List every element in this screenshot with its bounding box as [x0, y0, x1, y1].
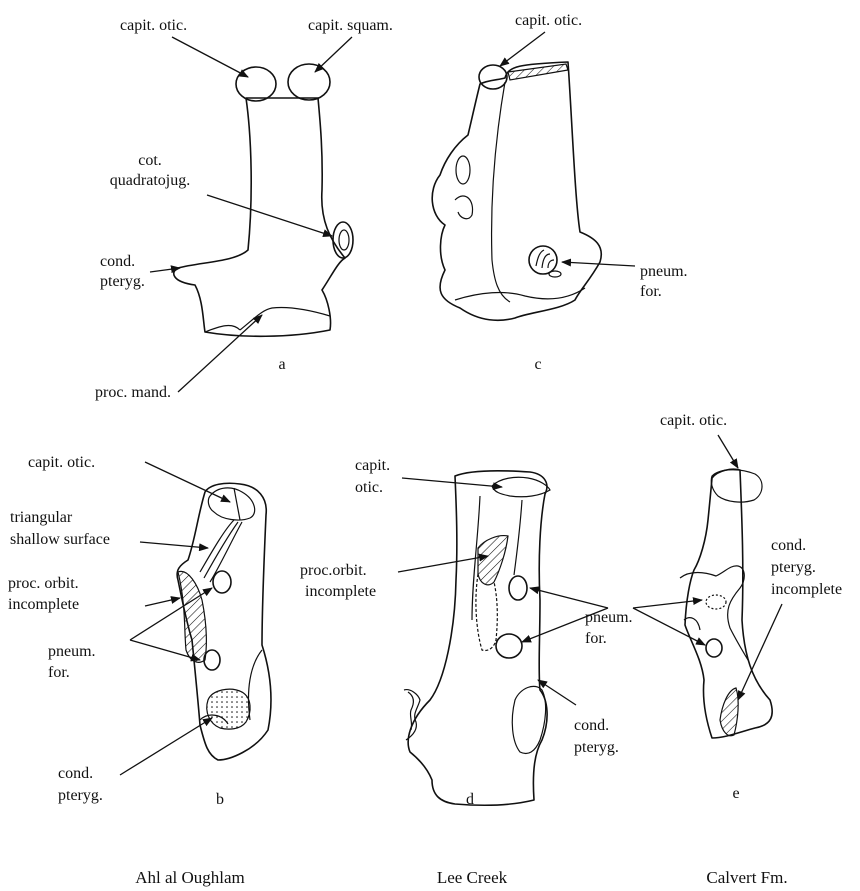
- condylus-pterygoideus-b: [207, 689, 250, 729]
- arrow-pneum-e-upper: [633, 600, 702, 608]
- capitulum-squamosum-a: [288, 64, 330, 100]
- label-for-b: for.: [48, 664, 70, 681]
- processus-mandibularis-a: [240, 307, 330, 330]
- pneum-foramen-b-lower: [204, 650, 220, 670]
- arrow-pneum-d-upper: [530, 588, 608, 608]
- arrow-pneum-e-lower: [633, 608, 705, 645]
- arrow-cond-pteryg-b: [120, 718, 212, 775]
- label-pteryg-b: pteryg.: [58, 787, 103, 804]
- label-capit-otic-e: capit. otic.: [660, 412, 727, 429]
- panel-letter-e: e: [732, 785, 739, 802]
- arrow-triangular-b: [140, 542, 208, 548]
- panel-letter-d: d: [466, 791, 474, 808]
- pneum-foramen-e-upper: [706, 595, 726, 609]
- cotyla-quadratojugalis-a: [333, 222, 353, 258]
- pneum-foramen-d-lower: [496, 634, 522, 658]
- capitulum-oticum-e: [711, 470, 762, 502]
- label-pneum-b: pneum.: [48, 643, 96, 660]
- label-proc-orbit-b: proc. orbit.: [8, 575, 79, 592]
- label-cond-b: cond.: [58, 765, 93, 782]
- label-pteryg-a: pteryg.: [100, 273, 145, 290]
- locality-calvert-fm: Calvert Fm.: [706, 868, 787, 887]
- arrow-capit-squam-a: [315, 37, 352, 72]
- fossa-lower-c: [455, 196, 473, 219]
- label-for-d: for.: [585, 630, 607, 647]
- panel-letter-a: a: [278, 356, 285, 373]
- label-otic-d: otic.: [355, 479, 383, 496]
- label-pteryg-e: pteryg.: [771, 559, 816, 576]
- label-cond-a: cond.: [100, 253, 135, 270]
- label-incomplete-e: incomplete: [771, 581, 842, 598]
- pneum-foramen-e-lower: [706, 639, 722, 657]
- panel-d: capit. otic. proc.orbit. incomplete pneu…: [300, 457, 633, 808]
- label-incomplete-b: incomplete: [8, 596, 79, 613]
- locality-ahl-al-oughlam: Ahl al Oughlam: [135, 868, 245, 887]
- pneum-foramen-b-upper: [213, 571, 231, 593]
- label-pneum-d: pneum.: [585, 609, 633, 626]
- capitulum-oticum-a: [236, 67, 276, 101]
- panel-letter-c: c: [534, 356, 541, 373]
- orbit-base-d: [476, 574, 497, 651]
- label-cot-a: cot.: [138, 152, 162, 169]
- label-for-c: for.: [640, 283, 662, 300]
- condylus-pterygoideus-e: [720, 688, 738, 736]
- locality-lee-creek: Lee Creek: [437, 868, 508, 887]
- panel-b: capit. otic. triangular shallow surface …: [8, 454, 271, 808]
- label-capit-otic-c: capit. otic.: [515, 12, 582, 29]
- arrow-capit-otic-d: [402, 478, 502, 487]
- label-capit-squam-a: capit. squam.: [308, 17, 393, 34]
- label-shallow-surface-b: shallow surface: [10, 531, 110, 548]
- label-capit-d: capit.: [355, 457, 390, 474]
- ventral-rim-c: [455, 288, 585, 300]
- capitulum-oticum-b: [208, 488, 254, 520]
- capitulum-oticum-c: [479, 65, 507, 89]
- label-capit-otic-a: capit. otic.: [120, 17, 187, 34]
- label-pteryg-d: pteryg.: [574, 739, 619, 756]
- label-proc-mand-a: proc. mand.: [95, 384, 171, 401]
- arrow-capit-otic-c: [500, 32, 545, 66]
- cotyla-inner-a: [339, 230, 349, 250]
- panel-a: capit. otic. capit. squam. cot. quadrato…: [95, 17, 393, 401]
- quadrate-a-outline: [174, 98, 345, 336]
- panel-e: capit. otic. cond. pteryg. incomplete e: [633, 412, 842, 802]
- processus-orbitalis-b: [178, 571, 206, 662]
- arrow-proc-orbit-b: [145, 598, 180, 606]
- triangular-surface-b: [200, 520, 242, 582]
- label-cond-d: cond.: [574, 717, 609, 734]
- panel-c: capit. otic. pneum. for. c: [432, 12, 687, 373]
- processus-orbitalis-d: [478, 536, 508, 585]
- label-proc-orbit-d: proc.orbit.: [300, 562, 367, 579]
- fossa-upper-c: [456, 156, 470, 184]
- arrow-capit-otic-b: [145, 462, 230, 502]
- label-cond-e: cond.: [771, 537, 806, 554]
- arrow-capit-otic-a: [172, 37, 248, 77]
- medial-ridge-c: [492, 82, 510, 302]
- label-pneum-c: pneum.: [640, 263, 688, 280]
- label-triangular-b: triangular: [10, 509, 73, 526]
- pneum-foramen-d-upper: [509, 576, 527, 600]
- quadrate-d-outline: [408, 471, 547, 805]
- label-incomplete-d: incomplete: [305, 583, 376, 600]
- label-quadratojug-a: quadratojug.: [110, 172, 190, 189]
- arrow-capit-otic-e: [718, 435, 738, 468]
- quadrate-c-outline: [432, 62, 601, 320]
- panel-letter-b: b: [216, 791, 224, 808]
- label-capit-otic-b: capit. otic.: [28, 454, 95, 471]
- arrow-cot-quadratojug-a: [207, 195, 332, 236]
